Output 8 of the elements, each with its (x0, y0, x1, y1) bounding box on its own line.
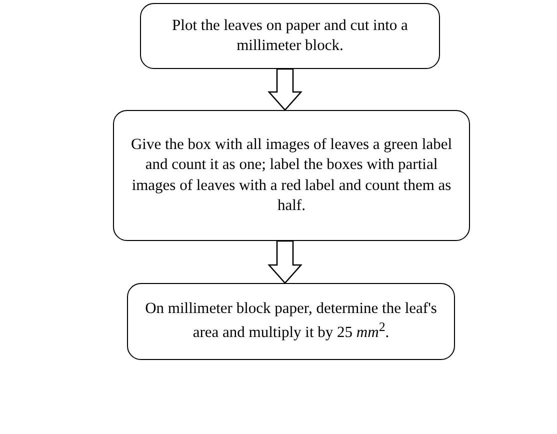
step-text: Plot the leaves on paper and cut into a millimeter block. (171, 16, 409, 56)
process-box (140, 3, 440, 69)
process-box (113, 110, 470, 241)
step-text: Give the box with all images of leaves a green label and count it as one; label the boxes with partial images of leaves with a red label and count them as half. (130, 135, 454, 216)
hollow-arrow (268, 68, 302, 111)
process-box (127, 283, 455, 360)
hollow-arrow (268, 240, 302, 284)
step-text: On millimeter block paper, determine the leaf's area and multiply it by 25 mm$^{2}$. (144, 299, 438, 344)
